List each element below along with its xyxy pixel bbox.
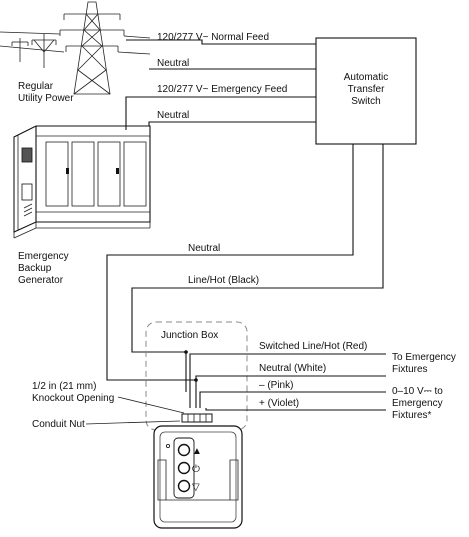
to-fixtures-line-1: To Emergency	[392, 352, 456, 363]
conduit-nut-label: Conduit Nut	[32, 419, 85, 430]
neutral-generator-label: Neutral	[157, 110, 189, 121]
emergency-feed-wire	[125, 96, 316, 130]
neutral-utility-label: Neutral	[157, 58, 189, 69]
ats-label-line-1: Automatic	[344, 72, 388, 83]
violet-wire-label: + (Violet)	[259, 398, 299, 409]
junction-box-label: Junction Box	[161, 330, 218, 341]
down-button[interactable]	[177, 479, 191, 493]
power-button[interactable]	[177, 461, 191, 475]
power-icon: ⏻	[192, 464, 200, 475]
splice-dot-neutral	[194, 378, 198, 382]
utility-label-line-1: Regular	[18, 81, 54, 92]
normal-feed-label: 120/277 V~ Normal Feed	[157, 32, 269, 43]
pink-wire-label: – (Pink)	[259, 380, 293, 391]
ats-box	[315, 37, 417, 145]
knockout-label-line-2: Knockout Opening	[32, 393, 114, 404]
utility-tower-icon	[0, 1, 151, 95]
violet-wire	[205, 408, 386, 411]
generator-label-line-3: Generator	[18, 275, 64, 286]
knockout-leader	[117, 396, 185, 414]
switched-line-red-wire	[189, 353, 386, 408]
neutral-generator-wire	[148, 121, 316, 126]
generator-icon	[13, 125, 151, 239]
conduit-nut-leader	[85, 420, 181, 425]
neutral-white-wire	[195, 375, 386, 408]
dimming-fixtures-line-1: 0–10 V⎓ to	[392, 386, 443, 397]
normal-feed-wire	[126, 39, 316, 45]
ats-label-line-2: Transfer	[348, 84, 386, 95]
pink-wire	[199, 391, 386, 408]
neutral-ats-label: Neutral	[188, 243, 220, 254]
to-fixtures-line-2: Fixtures	[392, 364, 428, 375]
down-arrow-icon: ▽	[192, 482, 200, 493]
utility-label-line-2: Utility Power	[18, 93, 74, 104]
ats-label-line-3: Switch	[351, 96, 380, 107]
up-arrow-icon: ▲	[192, 446, 202, 457]
generator-label-line-1: Emergency	[18, 251, 69, 262]
dimming-fixtures-line-3: Fixtures*	[392, 410, 432, 421]
neutral-white-label: Neutral (White)	[259, 363, 326, 374]
up-button[interactable]	[177, 443, 191, 457]
neutral-ats-wire	[106, 144, 354, 381]
generator-label-line-2: Backup	[18, 263, 52, 274]
knockout-label-line-1: 1/2 in (21 mm)	[32, 381, 96, 392]
emergency-feed-label: 120/277 V~ Emergency Feed	[157, 84, 287, 95]
switched-line-red-label: Switched Line/Hot (Red)	[259, 341, 367, 352]
line-hot-black-wire	[131, 144, 384, 392]
dimming-fixtures-line-2: Emergency	[392, 398, 443, 409]
splice-dot-line	[184, 350, 188, 354]
line-hot-black-label: Line/Hot (Black)	[188, 275, 259, 286]
